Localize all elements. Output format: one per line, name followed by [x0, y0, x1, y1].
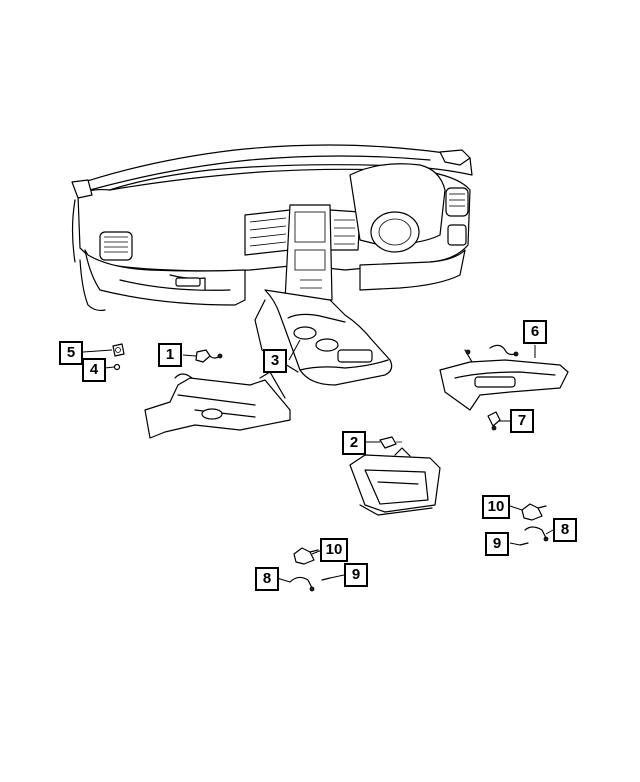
center-console	[254, 289, 393, 386]
callout-10-lower: 10	[320, 538, 348, 562]
instrument-panel	[71, 144, 473, 312]
callout-7: 7	[510, 409, 534, 433]
callout-6: 6	[523, 320, 547, 344]
callout-3: 3	[263, 349, 287, 373]
callout-10-right: 10	[482, 495, 510, 519]
part-8-hose-right	[524, 526, 549, 542]
storage-bin	[349, 447, 441, 516]
part-8-hose-lower	[289, 576, 315, 592]
part-9-pin-lower	[321, 577, 331, 581]
callout-4: 4	[82, 358, 106, 382]
part-4-clip	[113, 363, 121, 371]
callout-9-lower: 9	[344, 563, 368, 587]
callout-8-right: 8	[553, 518, 577, 542]
part-10-latch-right	[521, 503, 547, 521]
callout-2: 2	[342, 431, 366, 455]
callout-9-right: 9	[485, 532, 509, 556]
part-6-trim-panel	[439, 349, 569, 411]
part-5-clip	[112, 343, 125, 357]
part-6-wiring	[489, 344, 519, 357]
part-2-connector	[379, 436, 402, 449]
callout-8-lower: 8	[255, 567, 279, 591]
part-1-component	[195, 349, 223, 363]
callout-5: 5	[59, 341, 83, 365]
instrument-panel-support-bracket	[144, 371, 291, 439]
part-7-sensor	[487, 411, 501, 431]
part-10-latch-lower	[293, 547, 319, 565]
callout-1: 1	[158, 343, 182, 367]
part-9-pin-right	[519, 542, 529, 546]
